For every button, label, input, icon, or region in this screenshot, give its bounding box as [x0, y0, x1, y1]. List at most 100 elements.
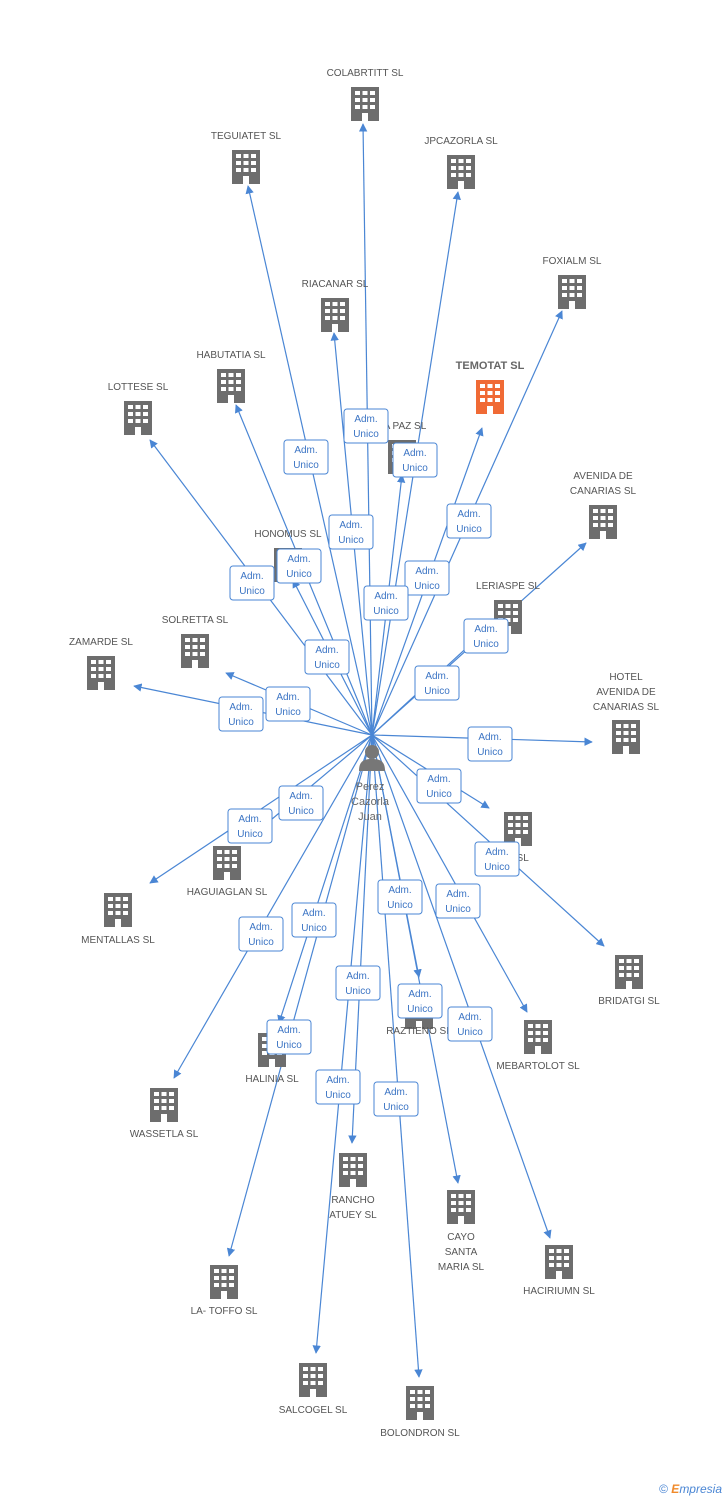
company-name: YA PAZ SL: [378, 421, 427, 432]
footer-brand: © Empresia: [659, 1482, 722, 1496]
role-box-haguiaglan[interactable]: Adm.Unico: [278, 785, 324, 821]
role-box-solretta[interactable]: Adm.Unico: [265, 686, 311, 722]
brand-initial: E: [671, 1482, 680, 1496]
role-box-wassetla[interactable]: Adm.Unico: [238, 916, 284, 952]
building-icon: [213, 846, 241, 880]
company-node-habutatia[interactable]: HABUTATIA SL: [196, 350, 266, 403]
company-name: HABUTATIA SL: [196, 350, 266, 361]
company-node-riacanar[interactable]: RIACANAR SL: [302, 279, 369, 332]
company-name: BOLONDRON SL: [380, 1428, 460, 1439]
company-node-teguiatet[interactable]: TEGUIATET SL: [211, 131, 282, 184]
role-label: Adm.Unico: [426, 774, 452, 800]
company-name: MENTALLAS SL: [81, 935, 155, 946]
role-label: Adm.Unico: [248, 922, 274, 948]
role-label: Adm.Unico: [228, 702, 254, 728]
role-box-bolondron[interactable]: Adm.Unico: [373, 1081, 419, 1117]
company-name: RIACANAR SL: [302, 279, 369, 290]
role-box-rancho[interactable]: Adm.Unico: [335, 965, 381, 1001]
person-icon: [359, 745, 385, 771]
company-name: LA- TOFFO SL: [191, 1306, 258, 1317]
role-box-zamarde[interactable]: Adm.Unico: [218, 696, 264, 732]
company-node-mebartolot[interactable]: MEBARTOLOT SL: [496, 1020, 580, 1072]
company-node-mentallas[interactable]: MENTALLAS SL: [81, 893, 155, 946]
company-name: RAZTIENO SL: [386, 1026, 452, 1037]
role-box-jpcazorla[interactable]: Adm.Unico: [392, 442, 438, 478]
role-box-halinia[interactable]: Adm.Unico: [291, 902, 337, 938]
role-label: Adm.Unico: [288, 791, 314, 817]
company-node-latoffo[interactable]: LA- TOFFO SL: [191, 1265, 258, 1317]
company-name: FOXIALM SL: [543, 256, 602, 267]
role-box-cayo[interactable]: Adm.Unico: [397, 983, 443, 1019]
company-node-honomus[interactable]: HONOMUS SL: [254, 529, 322, 582]
company-node-colabrtitt[interactable]: COLABRTITT SL: [327, 68, 404, 121]
role-label: Adm.Unico: [353, 414, 379, 440]
role-label: Adm.Unico: [293, 445, 319, 471]
building-icon: [612, 720, 640, 754]
role-label: Adm.Unico: [345, 971, 371, 997]
copyright-symbol: ©: [659, 1482, 668, 1496]
company-node-salcogel[interactable]: SALCOGEL SL: [279, 1363, 348, 1416]
company-node-solretta[interactable]: SOLRETTA SL: [162, 615, 229, 668]
building-icon: [545, 1245, 573, 1279]
role-box-mebartolot[interactable]: Adm.Unico: [435, 883, 481, 919]
company-node-haguiaglan[interactable]: HAGUIAGLAN SL: [187, 846, 268, 898]
role-box-riacanar[interactable]: Adm.Unico: [328, 514, 374, 550]
company-name: SOLRETTA SL: [162, 615, 229, 626]
company-node-bolondron[interactable]: BOLONDRON SL: [380, 1386, 460, 1439]
role-label: Adm.Unico: [424, 671, 450, 697]
role-box-honomus[interactable]: Adm.Unico: [304, 639, 350, 675]
role-box-salcogel[interactable]: Adm.Unico: [315, 1069, 361, 1105]
company-node-raztieno[interactable]: RAZTIENO SL: [386, 995, 452, 1037]
company-node-yapaz[interactable]: YA PAZ SL: [378, 421, 427, 474]
role-box-leriaspe[interactable]: Adm.Unico: [414, 665, 460, 701]
role-box-habutatia[interactable]: Adm.Unico: [276, 548, 322, 584]
role-box-hotel[interactable]: Adm.Unico: [467, 726, 513, 762]
building-icon: [150, 1088, 178, 1122]
role-box-colabrtitt[interactable]: Adm.Unico: [343, 408, 389, 444]
company-node-foxialm[interactable]: FOXIALM SL: [543, 256, 602, 309]
role-label: Adm.Unico: [445, 889, 471, 915]
role-box-ysl[interactable]: Adm.Unico: [416, 768, 462, 804]
role-box-temotat[interactable]: Adm.Unico: [404, 560, 450, 596]
company-name: WASSETLA SL: [130, 1129, 199, 1140]
company-node-bridatgi[interactable]: BRIDATGI SL: [598, 955, 660, 1007]
role-box-raztieno[interactable]: Adm.Unico: [377, 879, 423, 915]
company-name: SALCOGEL SL: [279, 1405, 348, 1416]
company-name: HONOMUS SL: [254, 529, 322, 540]
building-icon: [615, 955, 643, 989]
roles-layer: Adm.UnicoAdm.UnicoAdm.UnicoAdm.UnicoAdm.…: [218, 408, 520, 1117]
role-box-yapaz[interactable]: Adm.Unico: [363, 585, 409, 621]
role-box-bridatgi[interactable]: Adm.Unico: [474, 841, 520, 877]
role-box-foxialm[interactable]: Adm.Unico: [446, 503, 492, 539]
role-label: Adm.Unico: [414, 566, 440, 592]
company-node-jpcazorla[interactable]: JPCAZORLA SL: [424, 136, 498, 189]
role-label: Adm.Unico: [301, 908, 327, 934]
role-box-teguiatet[interactable]: Adm.Unico: [283, 439, 329, 475]
company-node-lottese[interactable]: LOTTESE SL: [108, 382, 169, 435]
building-icon: [210, 1265, 238, 1299]
company-node-temotat[interactable]: TEMOTAT SL: [456, 360, 525, 414]
company-node-leriaspe[interactable]: LERIASPE SL: [476, 581, 540, 634]
company-node-wassetla[interactable]: WASSETLA SL: [130, 1088, 199, 1140]
role-label: Adm.Unico: [237, 814, 263, 840]
role-label: Adm.Unico: [407, 989, 433, 1015]
company-node-haciriumn[interactable]: HACIRIUMN SL: [523, 1245, 595, 1297]
company-node-halinia[interactable]: HALINIA SL: [245, 1033, 299, 1085]
role-box-mentallas[interactable]: Adm.Unico: [227, 808, 273, 844]
company-name: LERIASPE SL: [476, 581, 540, 592]
company-node-zamarde[interactable]: ZAMARDE SL: [69, 637, 133, 690]
edge-bolondron: [371, 734, 423, 1378]
role-label: Adm.Unico: [275, 692, 301, 718]
company-name: LOTTESE SL: [108, 382, 169, 393]
company-name: TEMOTAT SL: [456, 360, 525, 372]
role-box-avenida[interactable]: Adm.Unico: [463, 618, 509, 654]
role-box-latoffo[interactable]: Adm.Unico: [266, 1019, 312, 1055]
role-label: Adm.Unico: [239, 571, 265, 597]
role-box-haciriumn[interactable]: Adm.Unico: [447, 1006, 493, 1042]
role-box-lottese[interactable]: Adm.Unico: [229, 565, 275, 601]
